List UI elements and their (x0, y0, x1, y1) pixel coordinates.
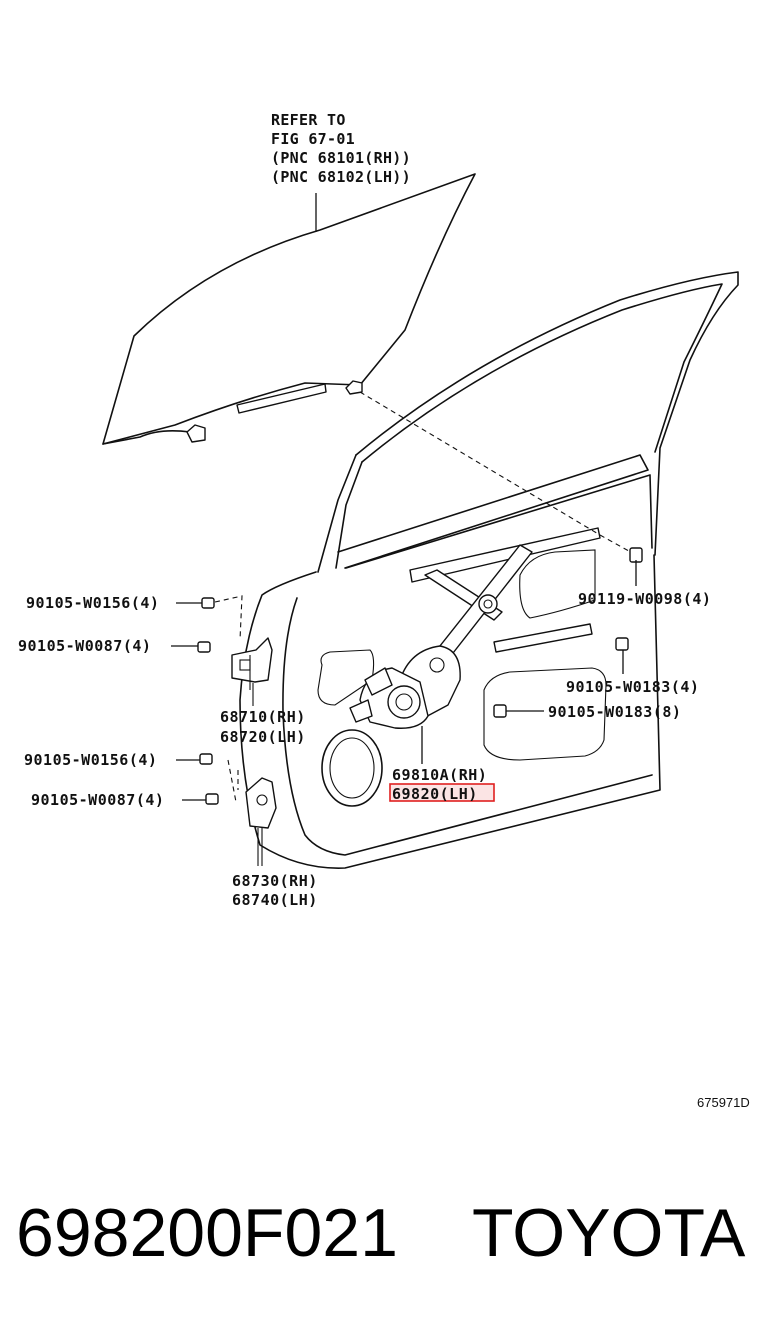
callout-bolt-upper-hinge: 90105-W0156(4) (26, 594, 159, 612)
door-glass (102, 173, 476, 445)
callout-bolt-lower-hinge: 90105-W0156(4) (24, 751, 157, 769)
refer-note-line: FIG 67-01 (271, 130, 355, 148)
part-number: 698200F021 (16, 1195, 398, 1271)
label-upper-hinge-rh: 68710(RH) (220, 708, 306, 726)
lower-hinge (245, 777, 277, 866)
label-lower-hinge-lh: 68740(LH) (232, 891, 318, 909)
highlight-box (390, 784, 494, 801)
figure-code: 675971D (697, 1095, 750, 1110)
label-lower-hinge-rh: 68730(RH) (232, 872, 318, 890)
callout-bolt-upper-hinge-door: 90105-W0087(4) (18, 637, 151, 655)
refer-note: REFER TO FIG 67-01 (PNC 68101(RH)) (PNC … (271, 111, 411, 186)
label-upper-hinge-lh: 68720(LH) (220, 728, 306, 746)
refer-note-line: REFER TO (271, 111, 346, 129)
callout-nut-regulator: 90119-W0098(4) (578, 590, 711, 608)
reference-lines (214, 391, 637, 803)
refer-note-line: (PNC 68102(LH)) (271, 168, 411, 186)
window-regulator (349, 527, 601, 729)
leader-lines (171, 560, 637, 801)
label-regulator-rh: 69810A(RH) (392, 766, 487, 784)
bolt-icon (197, 547, 643, 805)
highlight-box-border (389, 783, 495, 802)
callout-bolt-regulator: 90105-W0183(8) (548, 703, 681, 721)
brand-name: TOYOTA (472, 1195, 746, 1271)
refer-note-line: (PNC 68101(RH)) (271, 149, 411, 167)
callout-bolt-lower-hinge-door: 90105-W0087(4) (31, 791, 164, 809)
callout-bolt-rail: 90105-W0183(4) (566, 678, 699, 696)
upper-hinge (231, 637, 273, 706)
door-frame (239, 271, 739, 869)
label-regulator-lh[interactable]: 69820(LH) (392, 785, 478, 803)
